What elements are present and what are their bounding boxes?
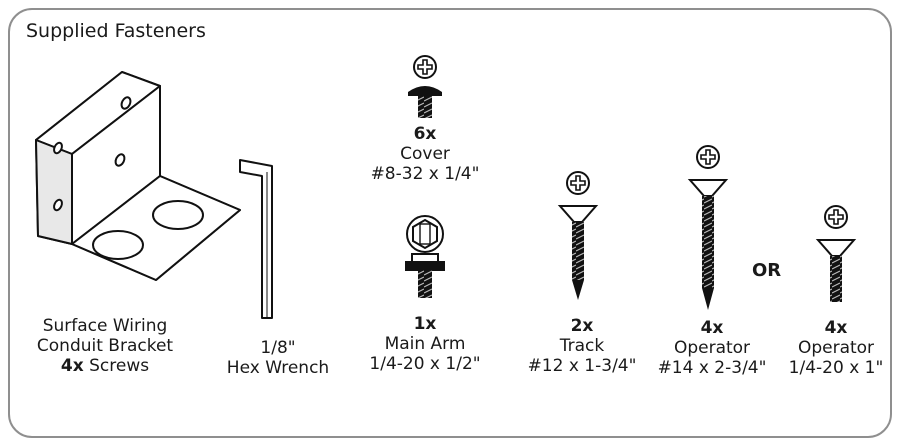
track-screw-label: 2x Track #12 x 1-3/4" xyxy=(527,316,637,376)
hex-wrench-icon xyxy=(239,159,273,319)
wrench-label: 1/8" Hex Wrench xyxy=(226,338,330,378)
operator-long-label: 4x Operator #14 x 2-3/4" xyxy=(657,318,767,378)
main-arm-bolt-icon xyxy=(405,215,445,298)
cover-screw-label: 6x Cover #8-32 x 1/4" xyxy=(370,124,480,184)
or-label: OR xyxy=(752,260,782,281)
operator-screw-long-icon xyxy=(687,145,729,310)
fastener-illustrations xyxy=(35,55,857,319)
cover-screw-icon xyxy=(408,55,442,118)
conduit-bracket-icon xyxy=(35,71,241,281)
track-screw-icon xyxy=(557,171,599,300)
operator-short-label: 4x Operator 1/4-20 x 1" xyxy=(788,318,884,378)
operator-screw-short-icon xyxy=(815,205,857,302)
main-arm-label: 1x Main Arm 1/4-20 x 1/2" xyxy=(369,314,481,374)
bracket-label: Surface Wiring Conduit Bracket 4x Screws xyxy=(36,316,174,376)
panel-title: Supplied Fasteners xyxy=(26,20,206,42)
